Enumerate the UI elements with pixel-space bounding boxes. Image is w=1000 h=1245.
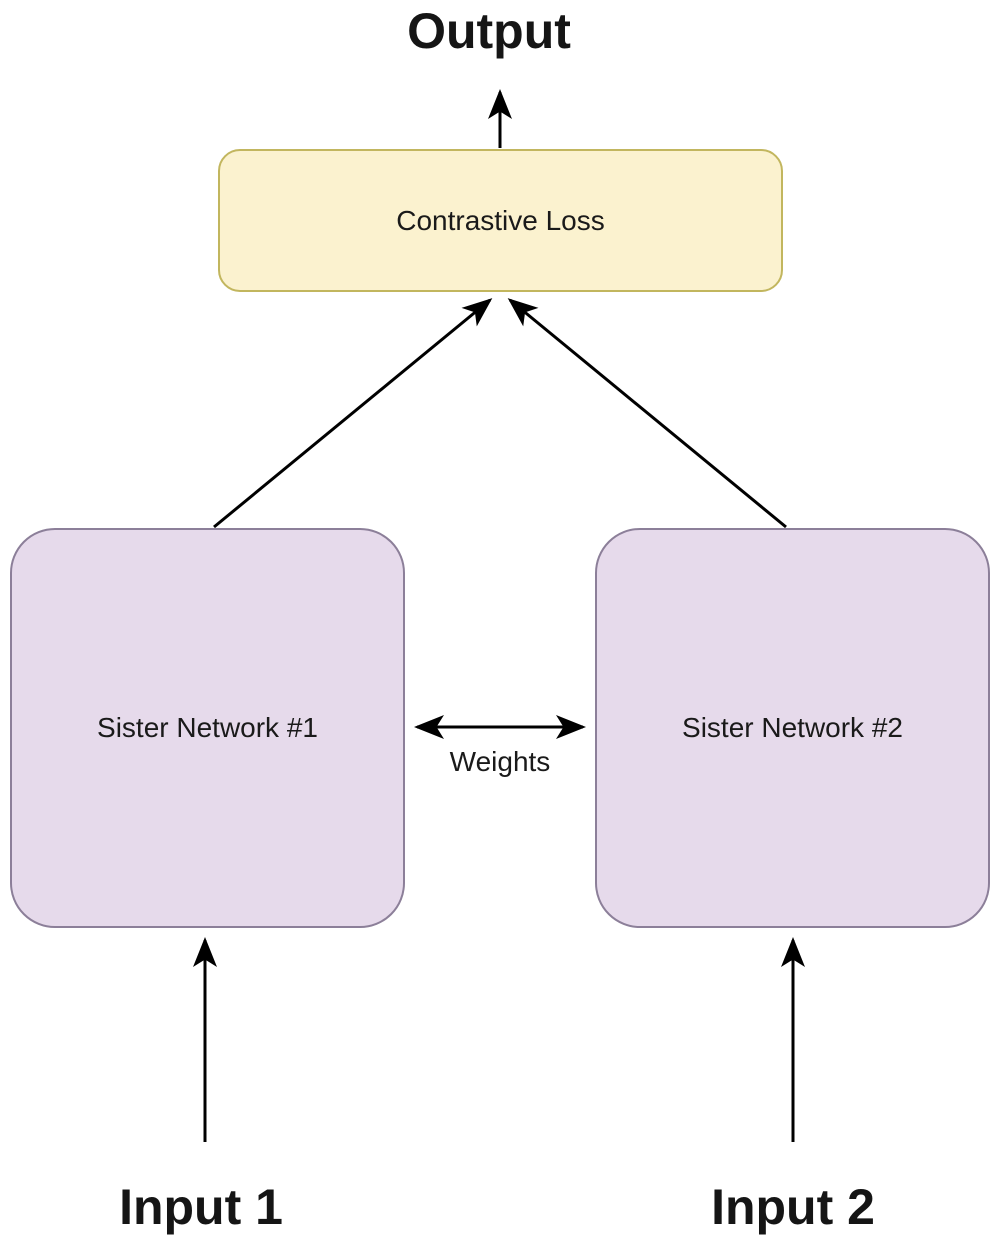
weights-edge-label: Weights [449, 746, 551, 777]
node-sister-network-2: Sister Network #2 [595, 528, 990, 928]
input2-label: Input 2 [711, 1179, 875, 1235]
node-sister-network-1-label: Sister Network #1 [97, 712, 318, 743]
output-label: Output [407, 3, 571, 59]
node-contrastive-loss: Contrastive Loss [218, 149, 783, 292]
node-contrastive-loss-label: Contrastive Loss [396, 204, 605, 236]
arrow-network2-to-loss [507, 298, 787, 529]
node-sister-network-2-label: Sister Network #2 [682, 712, 903, 743]
arrow-network1-to-loss [213, 298, 493, 529]
node-sister-network-1: Sister Network #1 [10, 528, 405, 928]
input1-label: Input 1 [119, 1179, 283, 1235]
